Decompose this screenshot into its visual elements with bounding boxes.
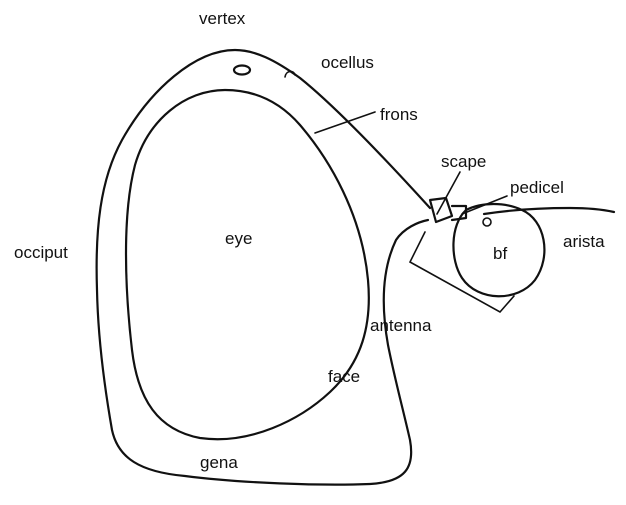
label-eye: eye [225,229,252,248]
label-antenna: antenna [370,316,432,335]
ocellus-shape [234,66,250,75]
label-pedicel: pedicel [510,178,564,197]
label-occiput: occiput [14,243,68,262]
eye-outline [126,90,369,439]
frons-leader [315,112,375,133]
label-gena: gena [200,453,238,472]
arista-base [483,218,491,226]
label-ocellus: ocellus [321,53,374,72]
label-frons: frons [380,105,418,124]
arista-shape [484,208,614,214]
label-vertex: vertex [199,9,246,28]
scape-shape [430,198,452,222]
label-face: face [328,367,360,386]
label-scape: scape [441,152,486,171]
label-bf: bf [493,244,507,263]
label-arista: arista [563,232,605,251]
